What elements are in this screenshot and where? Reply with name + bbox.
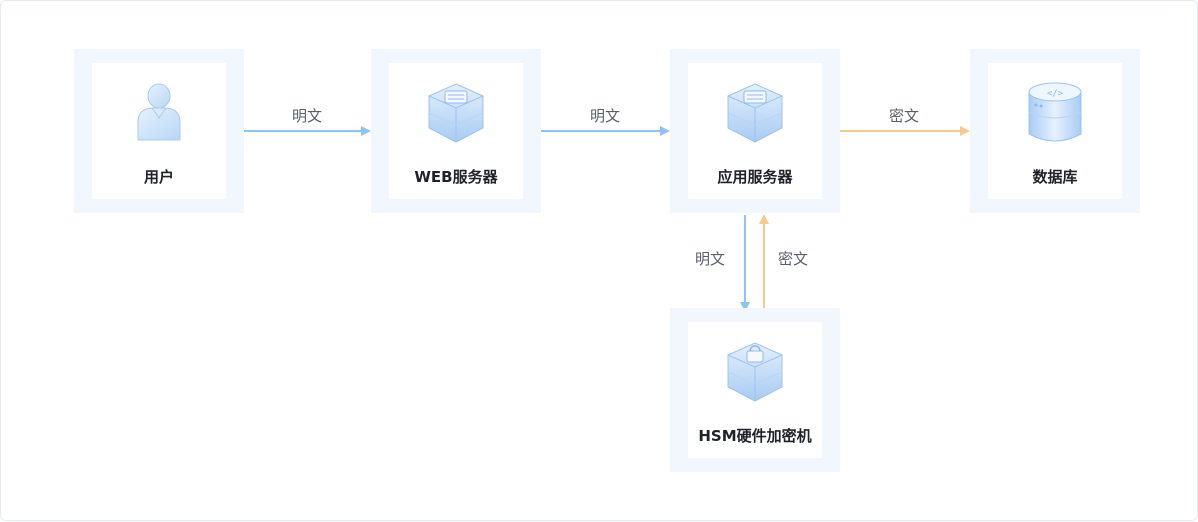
edge-label-user-web: 明文 [292, 107, 323, 125]
node-hsm: HSM硬件加密机 [670, 308, 840, 472]
edge-label-app-hsm: 明文 [695, 250, 726, 268]
node-database: </> 数据库 [970, 49, 1140, 213]
node-web-server: WEB服务器 [371, 49, 541, 213]
node-database-label: 数据库 [1032, 167, 1078, 186]
server-icon [727, 82, 783, 143]
node-app-server-label: 应用服务器 [717, 167, 793, 186]
user-icon [137, 83, 181, 140]
svg-text:</>: </> [1047, 89, 1064, 99]
node-hsm-label: HSM硬件加密机 [698, 426, 812, 445]
edge-label-hsm-app: 密文 [778, 250, 809, 268]
node-web-server-label: WEB服务器 [414, 167, 498, 186]
server-icon [428, 82, 484, 143]
node-user: 用户 [74, 49, 244, 213]
edge-label-web-app: 明文 [590, 107, 621, 125]
database-icon: </> [1028, 82, 1082, 141]
node-app-server: 应用服务器 [670, 49, 840, 213]
lock-icon [727, 341, 783, 402]
edge-label-app-db: 密文 [889, 107, 920, 125]
node-user-label: 用户 [143, 167, 174, 186]
